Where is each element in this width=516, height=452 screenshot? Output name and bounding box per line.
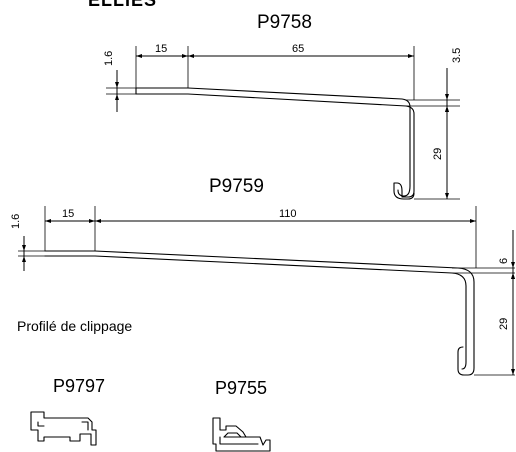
clip-p9755-shape (212, 417, 271, 452)
dim-p9758-thickness: 1.6 (103, 51, 115, 66)
header-fragment: ELLIES (88, 0, 157, 10)
profile-p9758-hook (397, 185, 411, 197)
profile-p9758-title: P9758 (257, 12, 312, 33)
dim-p9758-lip: 15 (155, 43, 167, 55)
dim-p9759-gap: 6 (498, 258, 510, 264)
clip-p9797-title: P9797 (53, 376, 105, 396)
dim-p9759-length: 110 (279, 208, 297, 220)
clip-p9755-title: P9755 (215, 378, 267, 398)
profile-p9759-title: P9759 (209, 176, 264, 197)
dim-p9759-thickness: 1.6 (10, 214, 22, 229)
dim-p9758-gap: 3.5 (451, 48, 463, 63)
clip-profile-p9797: P9797 (30, 376, 105, 446)
profile-p9758-outline (135, 87, 415, 200)
dim-p9758-length: 65 (292, 43, 304, 55)
profile-p9759: P9759 15 110 1.6 6 29 (10, 176, 515, 376)
profile-p9759-outline (44, 250, 475, 376)
dim-p9759-height: 29 (498, 318, 510, 330)
dim-p9758-height: 29 (432, 148, 444, 160)
clipping-label: Profilé de clippage (17, 318, 132, 334)
clip-p9797-shape (30, 411, 97, 446)
dim-p9759-lip: 15 (62, 208, 74, 220)
clip-profile-p9755: P9755 (212, 378, 271, 452)
profile-p9758: P9758 15 65 1.6 3.5 29 (103, 12, 463, 200)
